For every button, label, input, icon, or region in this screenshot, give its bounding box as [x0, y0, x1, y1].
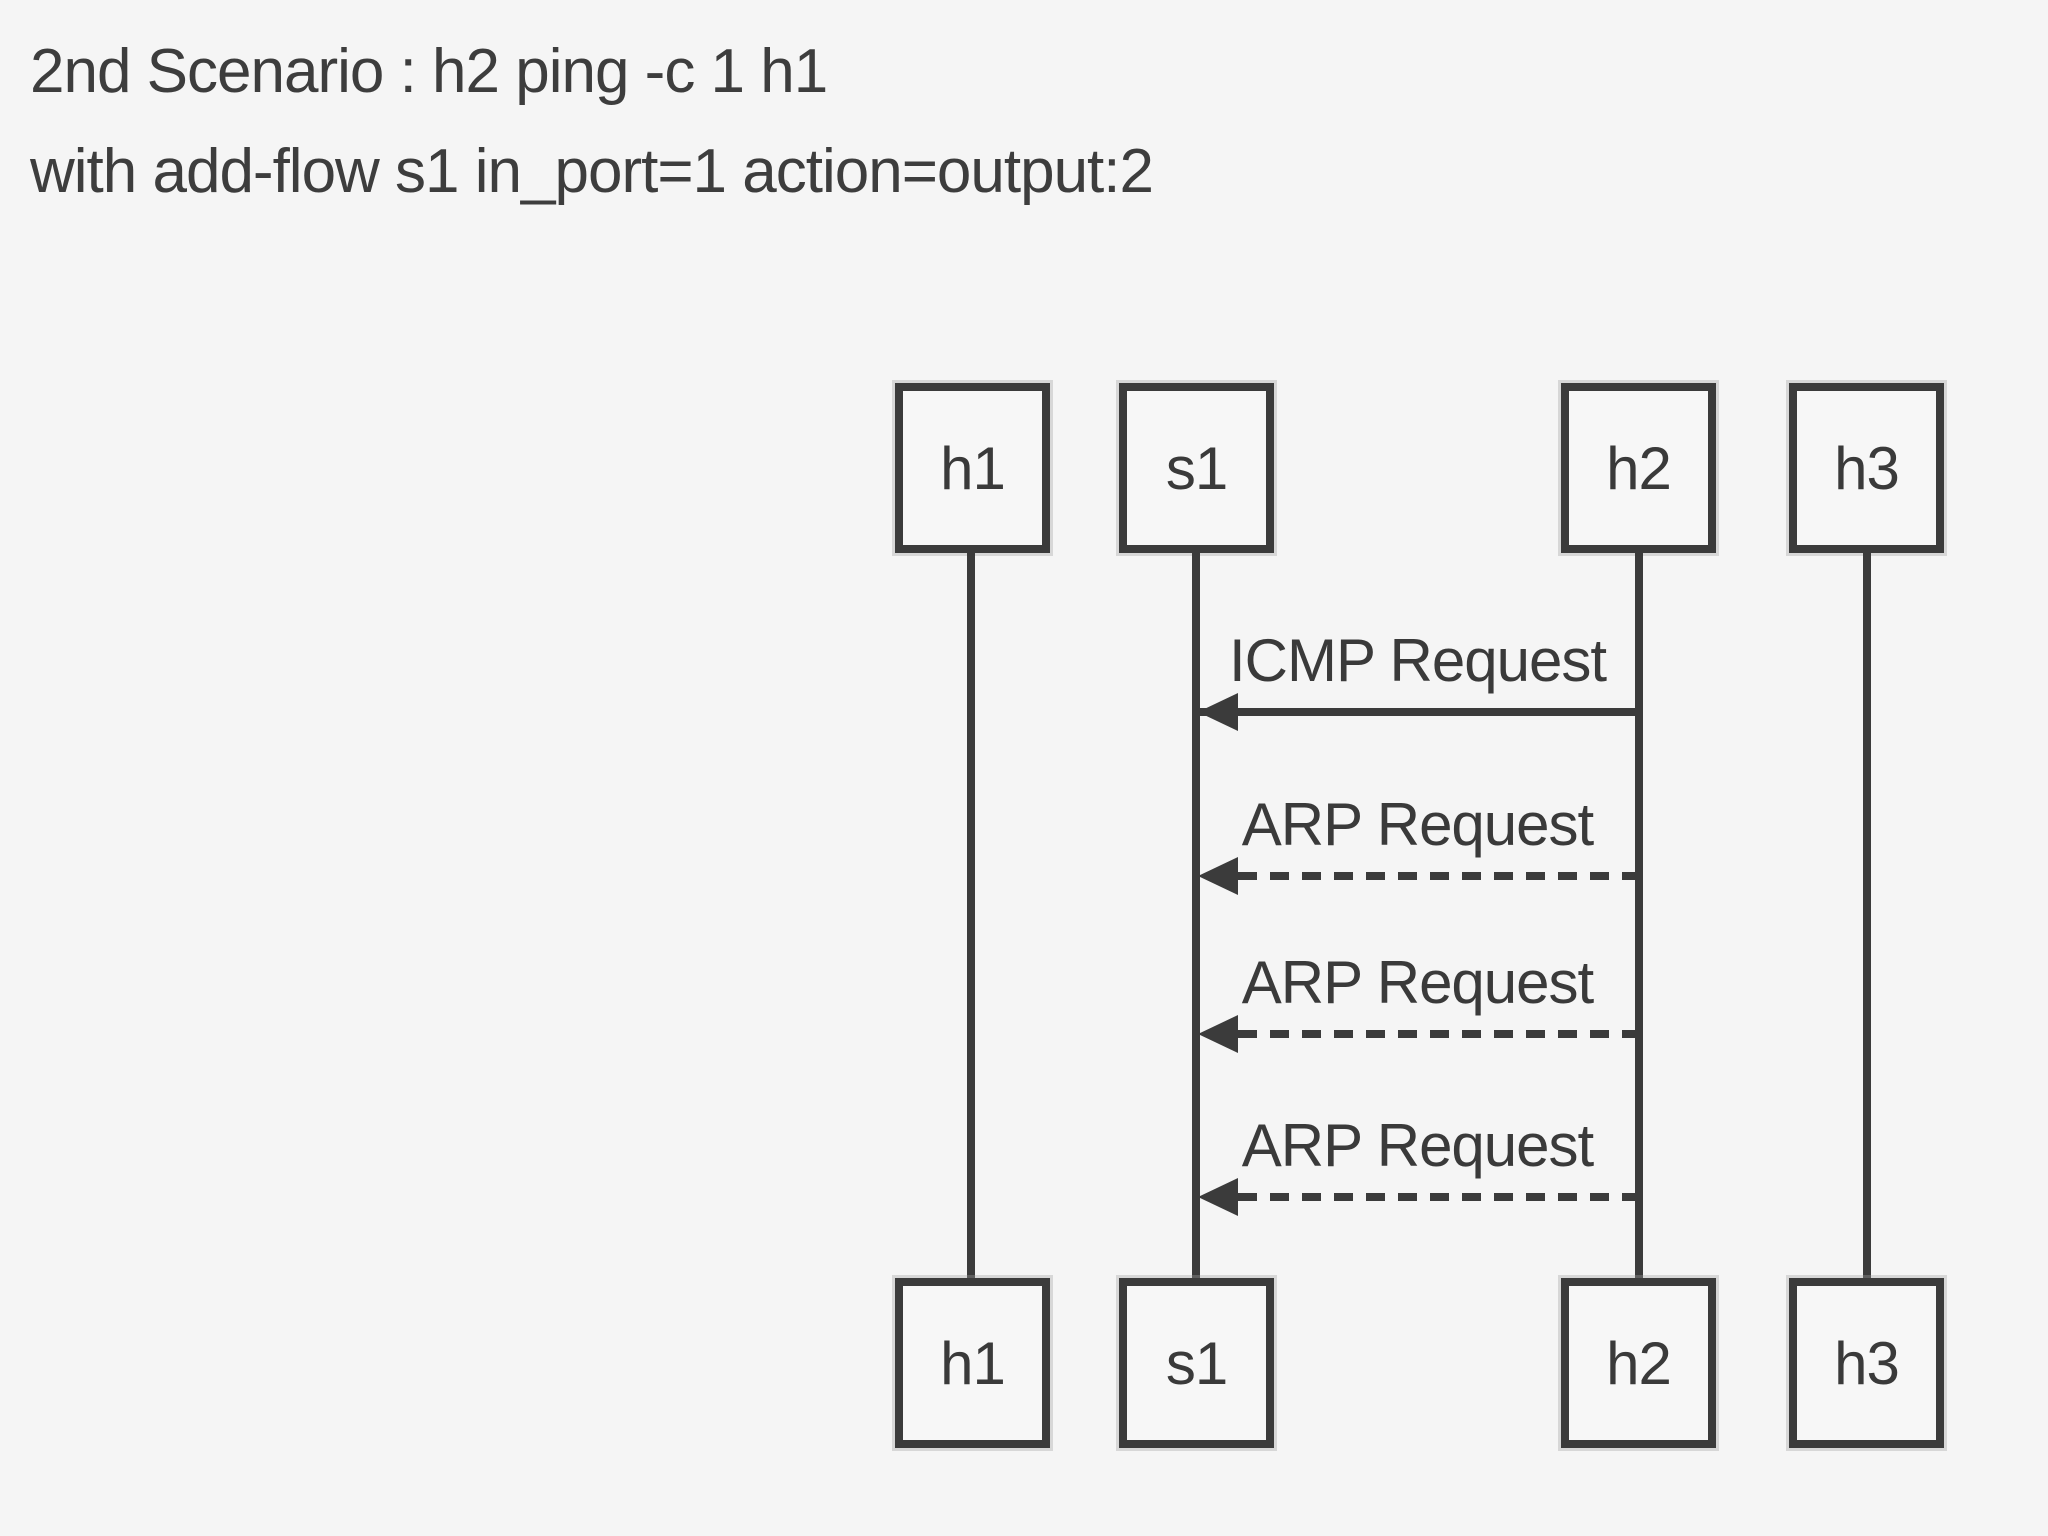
actor-label-s1-bottom: s1	[1165, 1329, 1228, 1397]
actor-label-h3-bottom: h3	[1834, 1329, 1900, 1397]
actor-box-h3-top: h3	[1789, 383, 1944, 553]
actor-label-h1-bottom: h1	[940, 1329, 1006, 1397]
message-label: ARP Request	[1241, 791, 1594, 858]
actor-label-s1-top: s1	[1165, 434, 1228, 502]
lifeline-s1	[1192, 553, 1200, 1278]
actor-box-h2-top: h2	[1561, 383, 1716, 553]
message-line-dashed	[1238, 1193, 1639, 1201]
message-line-dashed	[1238, 872, 1639, 880]
actor-label-h3-top: h3	[1834, 434, 1900, 502]
lifeline-h3	[1863, 553, 1871, 1278]
actor-box-h1-top: h1	[895, 383, 1050, 553]
actor-label-h2-top: h2	[1606, 434, 1672, 502]
arrowhead-left-icon	[1198, 857, 1238, 895]
message-line-solid	[1200, 708, 1639, 716]
title-line-1: 2nd Scenario : h2 ping -c 1 h1	[30, 37, 828, 106]
actor-box-h2-bottom: h2	[1561, 1278, 1716, 1448]
actor-label-h1-top: h1	[940, 434, 1006, 502]
message-label: ARP Request	[1241, 1112, 1594, 1179]
arrowhead-left-icon	[1198, 1015, 1238, 1053]
message-label: ARP Request	[1241, 949, 1594, 1016]
actor-box-s1-bottom: s1	[1119, 1278, 1274, 1448]
message-line-dashed	[1238, 1030, 1639, 1038]
lifeline-h1	[967, 553, 975, 1278]
actor-box-h1-bottom: h1	[895, 1278, 1050, 1448]
actor-label-h2-bottom: h2	[1606, 1329, 1672, 1397]
arrowhead-left-icon	[1198, 1178, 1238, 1216]
message-label: ICMP Request	[1228, 627, 1607, 694]
arrowhead-left-icon	[1198, 693, 1238, 731]
actor-box-h3-bottom: h3	[1789, 1278, 1944, 1448]
title-line-2: with add-flow s1 in_port=1 action=output…	[30, 137, 1154, 206]
lifeline-h2	[1635, 553, 1643, 1278]
actor-box-s1-top: s1	[1119, 383, 1274, 553]
